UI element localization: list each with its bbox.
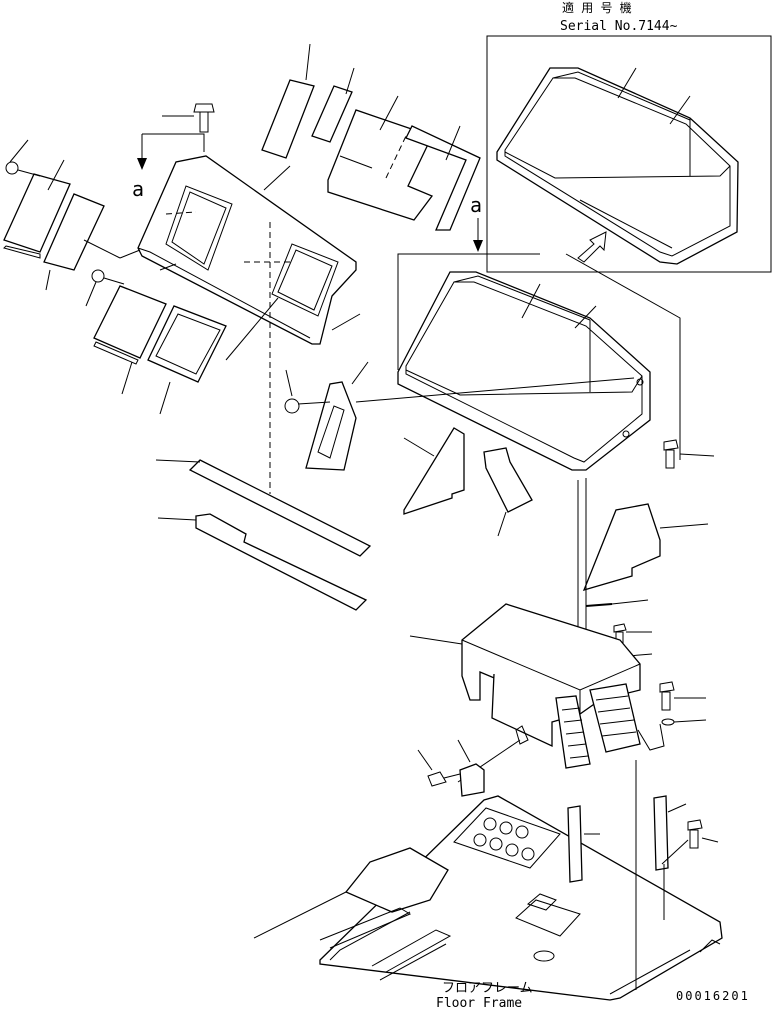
serial-number-label: Serial No.7144~ (560, 19, 678, 34)
floor-frame-label-en: Floor Frame (436, 996, 522, 1009)
seal-plates (261, 43, 481, 231)
serial-variant-box (486, 35, 772, 273)
view-marker-a-left: a (132, 177, 144, 201)
floor-frame-label-jp: フロアフレーム (442, 981, 533, 996)
floor-frame (253, 760, 723, 1001)
lower-bracket (417, 739, 485, 797)
center-tray-assembly: a (397, 193, 681, 471)
applicable-serial-heading-jp: 適 用 号 機 (562, 0, 632, 15)
long-seal-strips (155, 459, 372, 611)
side-bracket (284, 361, 635, 471)
triangle-gussets (403, 427, 709, 591)
mid-left-plates (85, 263, 361, 415)
duct-hood-assembly (409, 478, 665, 783)
upper-left-cover-assembly: a (132, 103, 357, 494)
far-left-covers (3, 139, 141, 291)
drawing-number: 00016201 (676, 989, 750, 1003)
view-marker-a-right: a (470, 193, 482, 217)
